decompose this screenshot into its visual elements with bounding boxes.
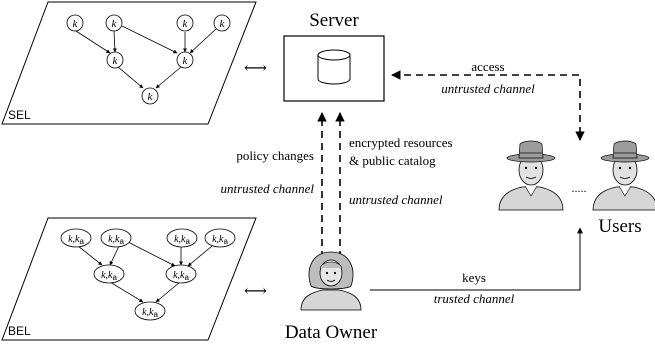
svg-text:k,ka: k,ka: [174, 234, 190, 246]
bel-owner-link: ⟷: [244, 281, 267, 300]
keys-label: keys: [462, 270, 486, 285]
sel-node: k: [105, 14, 123, 32]
resources-edge: encrypted resources & public catalog unt…: [335, 112, 453, 270]
sel-panel: SEL k k k k k k k: [1, 1, 257, 125]
users-title: Users: [598, 216, 641, 237]
bel-panel: BEL k,ka k,ka k,ka k,ka k,ka k,ka k,ka: [1, 217, 257, 341]
svg-text:k: k: [112, 18, 118, 30]
resources-label-2: & public catalog: [349, 153, 436, 168]
sel-node: k: [141, 87, 159, 105]
owner-title: Data Owner: [285, 322, 378, 343]
svg-text:k: k: [113, 55, 119, 67]
policy-channel: untrusted channel: [220, 181, 314, 196]
svg-text:k: k: [183, 55, 189, 67]
bel-node: k,ka: [93, 264, 125, 284]
keys-edge: keys trusted channel: [370, 227, 583, 306]
data-owner-icon: [300, 251, 362, 311]
user-icon: [498, 140, 564, 211]
access-label: access: [471, 59, 504, 74]
bel-node: k,ka: [165, 264, 197, 284]
users-ellipsis: .....: [572, 181, 587, 195]
resources-label-1: encrypted resources: [349, 135, 453, 150]
bel-node: k,ka: [204, 228, 236, 248]
database-icon: [317, 49, 351, 85]
sel-node: k: [66, 14, 84, 32]
bel-label: BEL: [8, 324, 31, 338]
svg-text:k: k: [220, 18, 226, 30]
bel-node: k,ka: [134, 301, 166, 321]
keys-channel: trusted channel: [434, 291, 515, 306]
bel-node: k,ka: [166, 228, 198, 248]
access-channel: untrusted channel: [441, 81, 535, 96]
svg-text:k,ka: k,ka: [173, 270, 189, 282]
sel-node: k: [213, 14, 231, 32]
svg-text:k: k: [183, 18, 189, 30]
svg-text:k,ka: k,ka: [108, 234, 124, 246]
policy-label: policy changes: [236, 148, 314, 163]
sel-label: SEL: [8, 108, 31, 122]
svg-text:k: k: [148, 91, 154, 103]
svg-text:k,ka: k,ka: [212, 234, 228, 246]
sel-node: k: [176, 51, 194, 69]
user-icon: [592, 140, 655, 211]
sel-node: k: [106, 51, 124, 69]
svg-text:k,ka: k,ka: [142, 307, 158, 319]
policy-edge: policy changes untrusted channel: [220, 112, 327, 270]
bel-node: k,ka: [60, 228, 92, 248]
svg-text:k: k: [73, 18, 79, 30]
sel-server-link: ⟷: [244, 58, 267, 77]
server-title: Server: [309, 10, 359, 31]
bel-node: k,ka: [100, 228, 132, 248]
svg-text:k,ka: k,ka: [101, 270, 117, 282]
svg-text:k,ka: k,ka: [68, 234, 84, 246]
sel-node: k: [176, 14, 194, 32]
access-edge: access untrusted channel: [391, 59, 585, 141]
resources-channel: untrusted channel: [349, 192, 443, 207]
server-node: Server: [283, 10, 385, 102]
